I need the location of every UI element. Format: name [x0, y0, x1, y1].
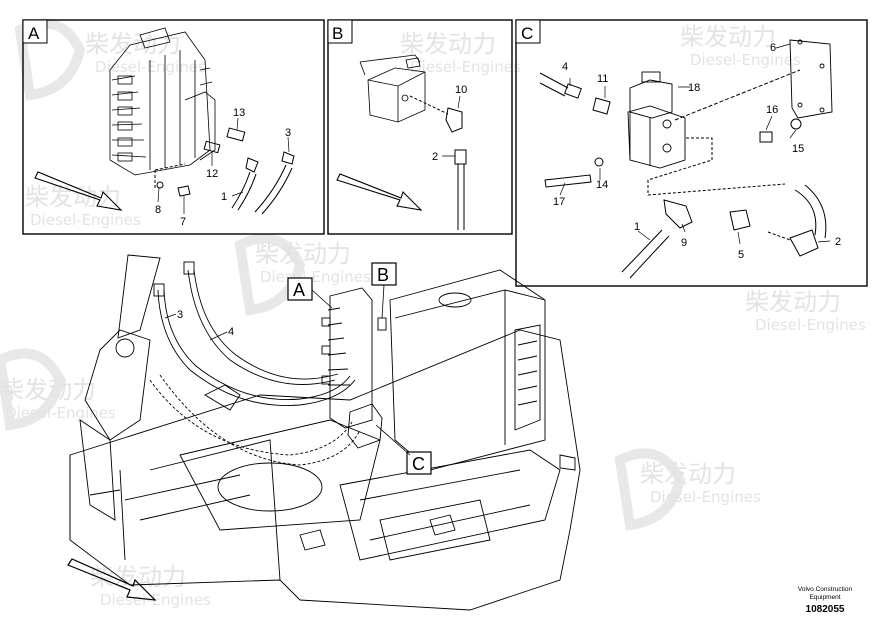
caption-company: Volvo Construction Equipment: [760, 586, 890, 602]
caption-part-number: 1082055: [805, 604, 845, 615]
hoses-a: [231, 164, 293, 215]
panel-b: [327, 19, 513, 235]
watermark-cn-8: 柴发动力: [745, 288, 841, 316]
watermark-cn-3: 柴发动力: [25, 183, 121, 211]
panel-c-tag: [515, 19, 541, 44]
elbow-10: [409, 95, 463, 133]
watermark-cn-9: 柴发动力: [0, 376, 96, 404]
main-hoses: [149, 261, 361, 466]
panel-b-frame: [327, 19, 513, 235]
fitting-13: [226, 127, 246, 142]
callout-c-14: 14: [596, 179, 608, 191]
callout-c-15: 15: [792, 143, 804, 155]
panel-c-callouts: C 6 4 11 18 16 15 14 17 1 9 5 2: [521, 24, 841, 261]
callout-a-1: 1: [221, 191, 227, 203]
panel-a-callouts: A 13 3 12 1 8 7: [28, 24, 291, 228]
watermark-en-1: Diesel-Engines: [95, 58, 206, 76]
watermark-layer: 柴发动力 Diesel-Engines 柴发动力 Diesel-Engines …: [0, 18, 866, 609]
watermark-cn-4: 柴发动力: [255, 240, 351, 268]
main-label-a: A: [293, 280, 305, 300]
hose-end-4: [183, 261, 195, 275]
callout-c-2: 2: [835, 236, 841, 248]
label-box-a: [287, 277, 313, 301]
watermark-en-5: Diesel-Engines: [650, 488, 761, 506]
main-frame-drawing: [69, 254, 581, 611]
adapter-5: [729, 209, 751, 231]
panel-b-tag: [327, 19, 353, 44]
label-box-c: [406, 451, 432, 475]
main-callout-3: 3: [177, 309, 183, 321]
callout-a-8: 8: [155, 204, 161, 216]
washer-15: [790, 118, 802, 130]
callout-c-11: 11: [597, 73, 608, 85]
panel-c-label: C: [521, 24, 533, 43]
panel-a-label: A: [28, 24, 40, 43]
watermark-cn-7: 柴发动力: [680, 23, 776, 51]
main-view-labels: A B C 3 4: [164, 262, 432, 475]
panel-a-frame: [22, 19, 325, 235]
main-label-c: C: [412, 454, 425, 474]
main-callout-4: 4: [228, 326, 234, 338]
panel-c: [515, 19, 868, 287]
callout-c-1: 1: [634, 221, 640, 233]
watermark-cn-6: 柴发动力: [90, 563, 186, 591]
caption-line2: Equipment: [809, 594, 841, 601]
callout-b-10: 10: [455, 84, 467, 96]
callout-a-13: 13: [233, 107, 245, 119]
watermark-logo-icon: [0, 18, 686, 531]
callout-a-3: 3: [285, 127, 291, 139]
callout-c-6: 6: [770, 42, 776, 54]
watermark-cn-5: 柴发动力: [640, 460, 736, 488]
callout-c-4: 4: [562, 61, 568, 73]
adapter-11: [592, 97, 611, 115]
main-label-b: B: [377, 265, 389, 285]
arrow-icon: [34, 171, 123, 211]
callout-c-18: 18: [688, 82, 700, 94]
watermark-en-8: Diesel-Engines: [755, 316, 866, 334]
main-valve-drawing: [321, 287, 387, 449]
control-valve-drawing: [109, 27, 216, 176]
elbow-3: [245, 151, 295, 173]
panel-a-tag: [22, 19, 48, 44]
callout-c-16: 16: [766, 104, 778, 116]
panel-b-callouts: B 10 2: [332, 24, 467, 163]
panel-b-label: B: [332, 24, 343, 43]
panel-a: [22, 19, 325, 235]
callout-c-9: 9: [681, 237, 687, 249]
hose-4: [539, 72, 582, 99]
hose-2: [454, 149, 467, 230]
watermark-en-2: Diesel-Engines: [410, 58, 521, 76]
watermark-en-4: Diesel-Engines: [260, 268, 371, 286]
callout-a-12: 12: [206, 168, 218, 180]
valve-block-b: [359, 54, 426, 123]
fitting-12: [203, 140, 221, 154]
bolt-17: [544, 174, 592, 188]
plug-7: [177, 185, 191, 197]
hose-end-3: [153, 283, 165, 297]
panel-c-frame: [515, 19, 868, 287]
caption-line1: Volvo Construction: [797, 586, 853, 593]
plug-8: [156, 181, 164, 189]
arrow-icon: [67, 558, 157, 601]
callout-c-5: 5: [738, 249, 744, 261]
callout-a-7: 7: [180, 216, 186, 228]
callout-c-17: 17: [553, 196, 565, 208]
bolt-16: [759, 131, 773, 143]
watermark-en-3: Diesel-Engines: [30, 211, 141, 229]
watermark-en-9: Diesel-Engines: [5, 404, 116, 422]
arrow-icon: [336, 173, 423, 211]
hose-1c: [621, 229, 670, 279]
washer-14: [594, 157, 604, 167]
watermark-en-7: Diesel-Engines: [690, 51, 801, 69]
hose-2c: [789, 184, 827, 257]
selector-valve: [347, 403, 383, 449]
elbow-9: [663, 199, 693, 229]
callout-b-2: 2: [432, 151, 438, 163]
watermark-cn-2: 柴发动力: [400, 30, 496, 58]
plate-6: [789, 39, 833, 119]
valve-18: [627, 71, 686, 169]
